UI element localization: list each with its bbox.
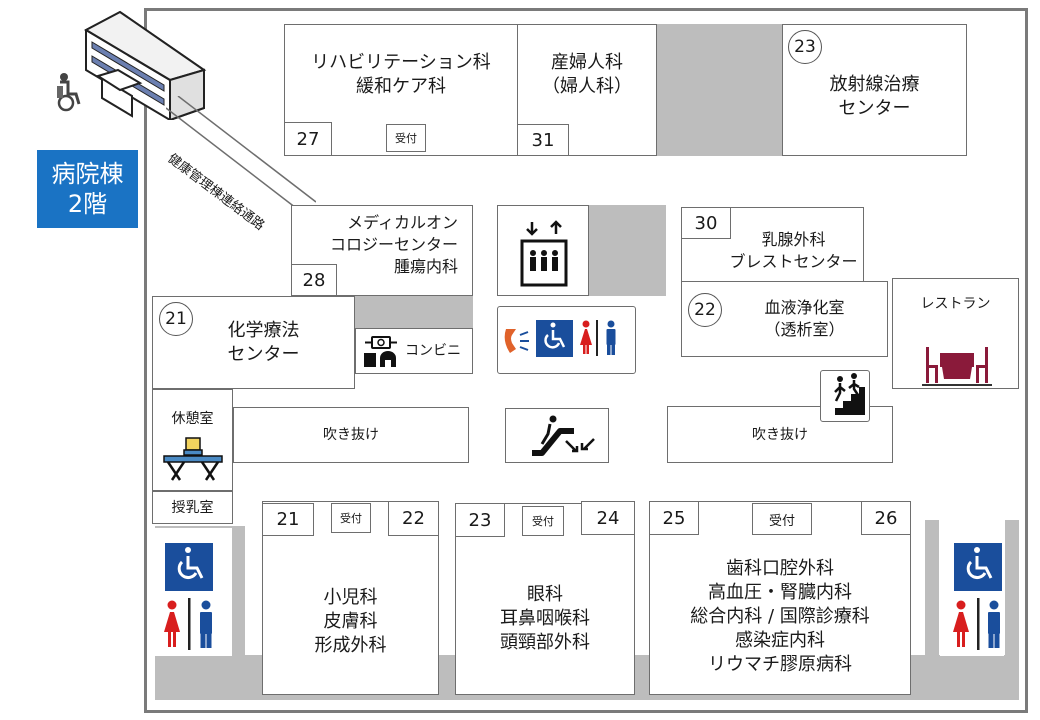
room-obgyn-sub: （婦人科） <box>542 76 632 97</box>
dept-label: 皮膚科 <box>323 611 378 632</box>
restaurant-label: レストラン <box>920 296 991 312</box>
restroom-right[interactable] <box>940 528 1004 656</box>
room-obgyn[interactable]: 産婦人科 （婦人科） <box>517 24 657 156</box>
dept-label: 頭頸部外科 <box>500 632 590 653</box>
escalator-icon <box>532 415 595 456</box>
room-number-30: 30 <box>681 207 731 239</box>
room-dialysis-sub: （透析室） <box>764 320 845 339</box>
wheelchair-person-icon <box>55 72 83 112</box>
nursing-room[interactable]: 授乳室 <box>152 491 233 524</box>
room-number-28: 28 <box>291 264 337 296</box>
female-icon <box>164 600 180 647</box>
restaurant-table-icon <box>922 347 992 386</box>
room-palliative-label: 緩和ケア科 <box>356 76 446 97</box>
room-oncology-label2: コロジーセンター <box>329 235 458 254</box>
gray-area-elevator-side <box>588 205 666 296</box>
male-icon <box>200 600 212 648</box>
room-chemo-label: 化学療法 <box>227 319 300 341</box>
room-oncology-label: メディカルオン <box>347 213 458 232</box>
room-radiation-label: 放射線治療 <box>829 74 920 95</box>
male-icon <box>988 600 1000 648</box>
accessible-icon <box>966 547 993 580</box>
floor-outline <box>144 8 1028 713</box>
stairs[interactable] <box>820 370 870 422</box>
floor-badge-building: 病院棟 <box>51 160 124 188</box>
lounge[interactable]: 休憩室 <box>152 389 233 491</box>
building-icon <box>80 8 210 122</box>
accessible-icon <box>177 547 204 580</box>
convenience-label: コンビニ <box>405 343 461 359</box>
dept-label: 形成外科 <box>314 635 387 656</box>
escalator[interactable] <box>505 408 609 463</box>
dept-label: 総合内科 / 国際診療科 <box>690 606 870 627</box>
dept-label: 感染症内科 <box>735 630 825 651</box>
reception-label[interactable]: 受付 <box>386 124 426 152</box>
dept-label: 歯科口腔外科 <box>726 558 834 579</box>
female-icon <box>580 320 592 354</box>
reception-label[interactable]: 受付 <box>331 503 371 533</box>
room-number-31: 31 <box>517 124 569 156</box>
male-icon <box>606 320 616 355</box>
convenience-store[interactable]: コンビニ <box>355 328 473 374</box>
room-number-22: 22 <box>388 501 439 536</box>
room-number-27: 27 <box>284 122 332 156</box>
gray-area-oncology-side <box>353 296 473 328</box>
dept-label: 小児科 <box>323 587 378 608</box>
phone-icon <box>504 329 529 353</box>
dept-label: 耳鼻咽喉科 <box>500 608 590 629</box>
gray-area-right <box>925 520 939 700</box>
room-oncology-sub: 腫瘍内科 <box>393 257 458 276</box>
dept-label: 眼科 <box>527 584 563 605</box>
restaurant[interactable]: レストラン <box>892 278 1019 389</box>
lounge-label: 休憩室 <box>171 411 214 427</box>
atrium-left-label: 吹き抜け <box>323 427 379 443</box>
gray-area-top <box>656 24 782 156</box>
floor-badge-floor: 2階 <box>67 190 108 218</box>
gray-area-right <box>1005 520 1019 700</box>
accessible-icon <box>544 322 566 349</box>
dept-label: リウマチ膠原病科 <box>708 654 852 675</box>
room-number-23: 23 <box>788 30 822 64</box>
room-radiation-sub: センター <box>838 98 911 119</box>
room-number-26: 26 <box>861 501 911 535</box>
room-number-25: 25 <box>649 501 699 535</box>
reception-label[interactable]: 受付 <box>752 503 812 535</box>
connecting-corridor <box>165 95 317 226</box>
atrium-left: 吹き抜け <box>233 407 469 463</box>
room-rehabilitation-label: リハビリテーション科 <box>311 52 491 73</box>
room-breast-label: 乳腺外科 <box>761 229 826 249</box>
bench-icon <box>163 437 223 481</box>
room-number-23: 23 <box>455 503 505 537</box>
floor-badge: 病院棟 2階 <box>37 150 138 228</box>
dept-label: 高血圧・腎臓内科 <box>708 582 852 603</box>
atrium-right-label: 吹き抜け <box>752 426 808 443</box>
room-number-22: 22 <box>688 293 722 327</box>
room-number-21: 21 <box>262 503 314 536</box>
room-obgyn-label: 産婦人科 <box>551 52 623 73</box>
restroom-left[interactable] <box>152 528 232 656</box>
elevator-icon <box>520 220 568 287</box>
reception-label[interactable]: 受付 <box>522 506 564 536</box>
room-chemo-sub: センター <box>227 343 300 365</box>
room-dialysis-label: 血液浄化室 <box>764 298 845 317</box>
room-breast-center[interactable]: 乳腺外科 ブレストセンター <box>681 207 864 282</box>
elevator[interactable] <box>497 205 589 296</box>
stairs-icon <box>827 373 865 415</box>
room-number-21: 21 <box>159 302 193 336</box>
nursing-room-label: 授乳室 <box>171 499 214 516</box>
room-number-24: 24 <box>581 501 635 535</box>
room-breast-sub: ブレストセンター <box>729 251 858 271</box>
atm-icon <box>364 336 397 367</box>
restroom-phone-sign[interactable] <box>497 306 636 374</box>
female-icon <box>953 600 969 647</box>
